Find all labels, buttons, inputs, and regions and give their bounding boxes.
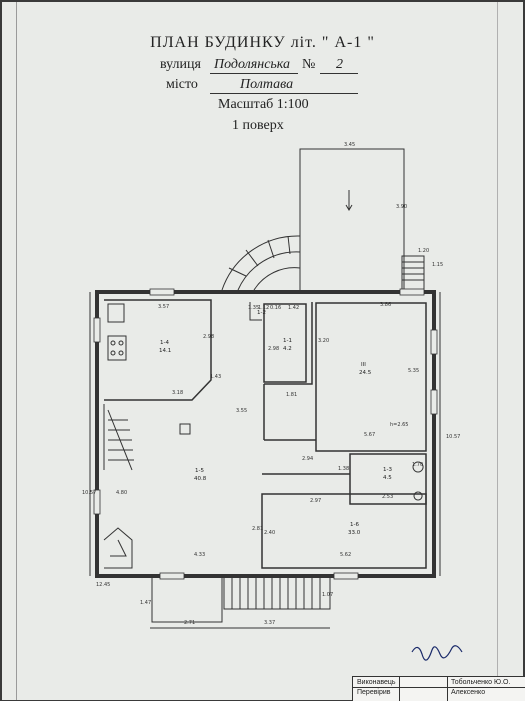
dim-label: 2.97	[310, 498, 321, 504]
dim-label: 2.81	[252, 526, 263, 532]
dim-label: 4.33	[194, 552, 205, 558]
room-1-1-walls	[263, 303, 307, 383]
frame-line-left	[16, 2, 17, 700]
room-label-1-4: 1-4	[160, 340, 169, 346]
dim-label: 3.37	[264, 620, 275, 626]
dim-label: 10.57	[82, 490, 96, 496]
number-value: 2	[336, 57, 343, 72]
checked-label: Перевірив	[357, 689, 391, 696]
dim-label: 3.86	[380, 302, 391, 308]
terrace-outline	[151, 576, 223, 623]
room-1-6-walls	[261, 493, 427, 569]
dim-label: 2.71	[184, 620, 195, 626]
dim-label: 4.80	[116, 490, 127, 496]
dim-label: 3.45	[344, 142, 355, 148]
floor-label: 1 поверх	[232, 118, 284, 133]
room-area-1-6: 33.0	[348, 530, 361, 536]
dim-label: 0.16	[270, 305, 281, 311]
dim-label: 5.67	[364, 432, 375, 438]
room-area-III: 24.5	[359, 370, 372, 376]
dim-label: 3.18	[172, 390, 183, 396]
dim-label: 3.55	[236, 408, 247, 414]
frame-line-right	[497, 2, 498, 700]
dim-label: 2.94	[302, 456, 313, 462]
dim-label: 1.43	[210, 374, 221, 380]
dim-label: 10.57	[446, 434, 460, 440]
room-area-1-5: 40.8	[194, 476, 207, 482]
dim-label: 1.81	[286, 392, 297, 398]
dim-label: 2.98	[268, 346, 279, 352]
room-label-1-5: 1-5	[195, 468, 204, 474]
room-1-4-walls	[104, 299, 212, 401]
dim-label: 1.07	[322, 592, 333, 598]
porch-outline	[401, 255, 425, 291]
room-label-1-2: 1-2	[257, 310, 266, 316]
stamp-row-line	[353, 687, 525, 688]
dim-label: 3.57	[158, 304, 169, 310]
executor-name: Тобольченко Ю.О.	[451, 679, 511, 686]
dim-label: 2.53	[382, 494, 393, 500]
dim-label: 1.15	[432, 262, 443, 268]
scale-label: Масштаб 1:100	[218, 97, 309, 112]
dim-label: 3.90	[396, 204, 407, 210]
room-III-walls	[315, 302, 427, 452]
street-label: вулиця	[160, 57, 201, 72]
dim-label: 2.98	[203, 334, 214, 340]
dim-label: 2.40	[264, 530, 275, 536]
dim-label: 1.70	[412, 462, 423, 468]
number-label: №	[302, 57, 316, 72]
executor-label: Виконавець	[357, 679, 396, 686]
dim-label: h=2.65	[390, 422, 409, 428]
front-steps	[223, 576, 331, 610]
stamp-divider	[447, 677, 448, 701]
annex-outline	[299, 148, 405, 292]
room-label-1-3: 1-3	[383, 467, 392, 473]
dim-label: 1.12	[258, 305, 269, 311]
dim-label: 5.62	[340, 552, 351, 558]
room-label-1-6: 1-6	[350, 522, 359, 528]
outer-walls	[95, 290, 436, 578]
street-underline	[210, 73, 298, 74]
title-block-stamp: Виконавець Перевірив Тобольченко Ю.О. Ал…	[352, 676, 525, 701]
street-value: Подолянська	[214, 57, 291, 72]
dimension-labels: 3.45 3.90 1.20 1.15 3.57 1.35 1.12 0.16 …	[82, 142, 460, 626]
room-label-III: III	[361, 362, 366, 368]
dim-label: 1.42	[288, 305, 299, 311]
dim-label: 1.20	[418, 248, 429, 254]
document-title: ПЛАН БУДИНКУ літ. " А-1 "	[150, 34, 375, 51]
city-underline	[210, 93, 358, 94]
dim-label: 1.38	[338, 466, 349, 472]
dim-label: 5.35	[408, 368, 419, 374]
room-area-1-1: 4.2	[283, 346, 292, 352]
room-1-3-walls	[349, 453, 427, 505]
city-label: місто	[166, 77, 198, 92]
room-area-1-4: 14.1	[159, 348, 171, 354]
dim-label: 1.47	[140, 600, 151, 606]
room-label-1-1: 1-1	[283, 338, 292, 344]
room-labels: 1-4 14.1 1-1 4.2 III 24.5 1-5 40.8 1-3 4…	[159, 310, 392, 536]
checked-name: Алексенко	[451, 689, 486, 696]
dim-label: 1.35	[248, 305, 259, 311]
dim-label: 12.45	[96, 582, 110, 588]
city-value: Полтава	[240, 77, 294, 92]
room-area-1-3: 4.5	[383, 475, 392, 481]
stamp-divider	[399, 677, 400, 701]
dim-label: 3.20	[318, 338, 329, 344]
number-underline	[320, 73, 358, 74]
